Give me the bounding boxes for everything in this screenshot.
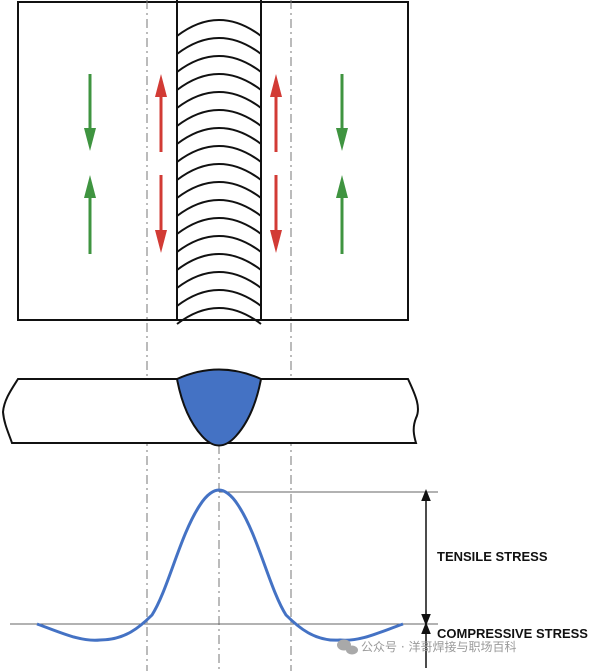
weld-ripples xyxy=(176,19,262,325)
weld-bead-top-view xyxy=(176,0,262,325)
compressive-stress-label: COMPRESSIVE STRESS xyxy=(437,626,588,641)
weld-ripple xyxy=(176,163,262,181)
compression-arrow-left-bottom xyxy=(84,175,96,254)
weld-ripple xyxy=(176,253,262,271)
tensile-stress-label: TENSILE STRESS xyxy=(437,549,548,564)
weld-ripple xyxy=(176,73,262,91)
plate-cross-section xyxy=(1,368,419,447)
weld-ripple xyxy=(176,109,262,127)
weld-ripple xyxy=(176,307,262,325)
weld-nugget xyxy=(175,368,263,447)
compression-arrow-left-top xyxy=(84,74,96,151)
compression-arrow-right-top xyxy=(336,74,348,151)
stress-arrows xyxy=(84,74,348,254)
weld-ripple xyxy=(176,271,262,289)
weld-ripple xyxy=(176,37,262,55)
weld-ripple xyxy=(176,217,262,235)
tension-arrow-right-top xyxy=(270,74,282,152)
stress-distribution-plot xyxy=(10,488,438,668)
reference-lines xyxy=(146,0,292,671)
tension-arrow-right-bottom xyxy=(270,175,282,253)
weld-ripple xyxy=(176,289,262,307)
weld-ripple xyxy=(176,235,262,253)
plate-outline xyxy=(17,1,409,321)
weld-ripple xyxy=(176,145,262,163)
weld-ripple xyxy=(176,127,262,145)
weld-ripple xyxy=(176,55,262,73)
residual-stress-curve xyxy=(36,488,404,642)
compression-arrow-right-bottom xyxy=(336,175,348,254)
weld-ripple xyxy=(176,181,262,199)
tension-arrow-left-top xyxy=(155,74,167,152)
tension-arrow-left-bottom xyxy=(155,175,167,253)
watermark: 公众号 · 洋哥焊接与职场百科 xyxy=(337,639,516,655)
weld-ripple xyxy=(176,19,262,37)
weld-ripple xyxy=(176,91,262,109)
plate-top-view xyxy=(17,1,409,321)
wechat-icon xyxy=(337,639,358,655)
watermark-text: 公众号 · 洋哥焊接与职场百科 xyxy=(361,639,516,654)
weld-ripple xyxy=(176,199,262,217)
